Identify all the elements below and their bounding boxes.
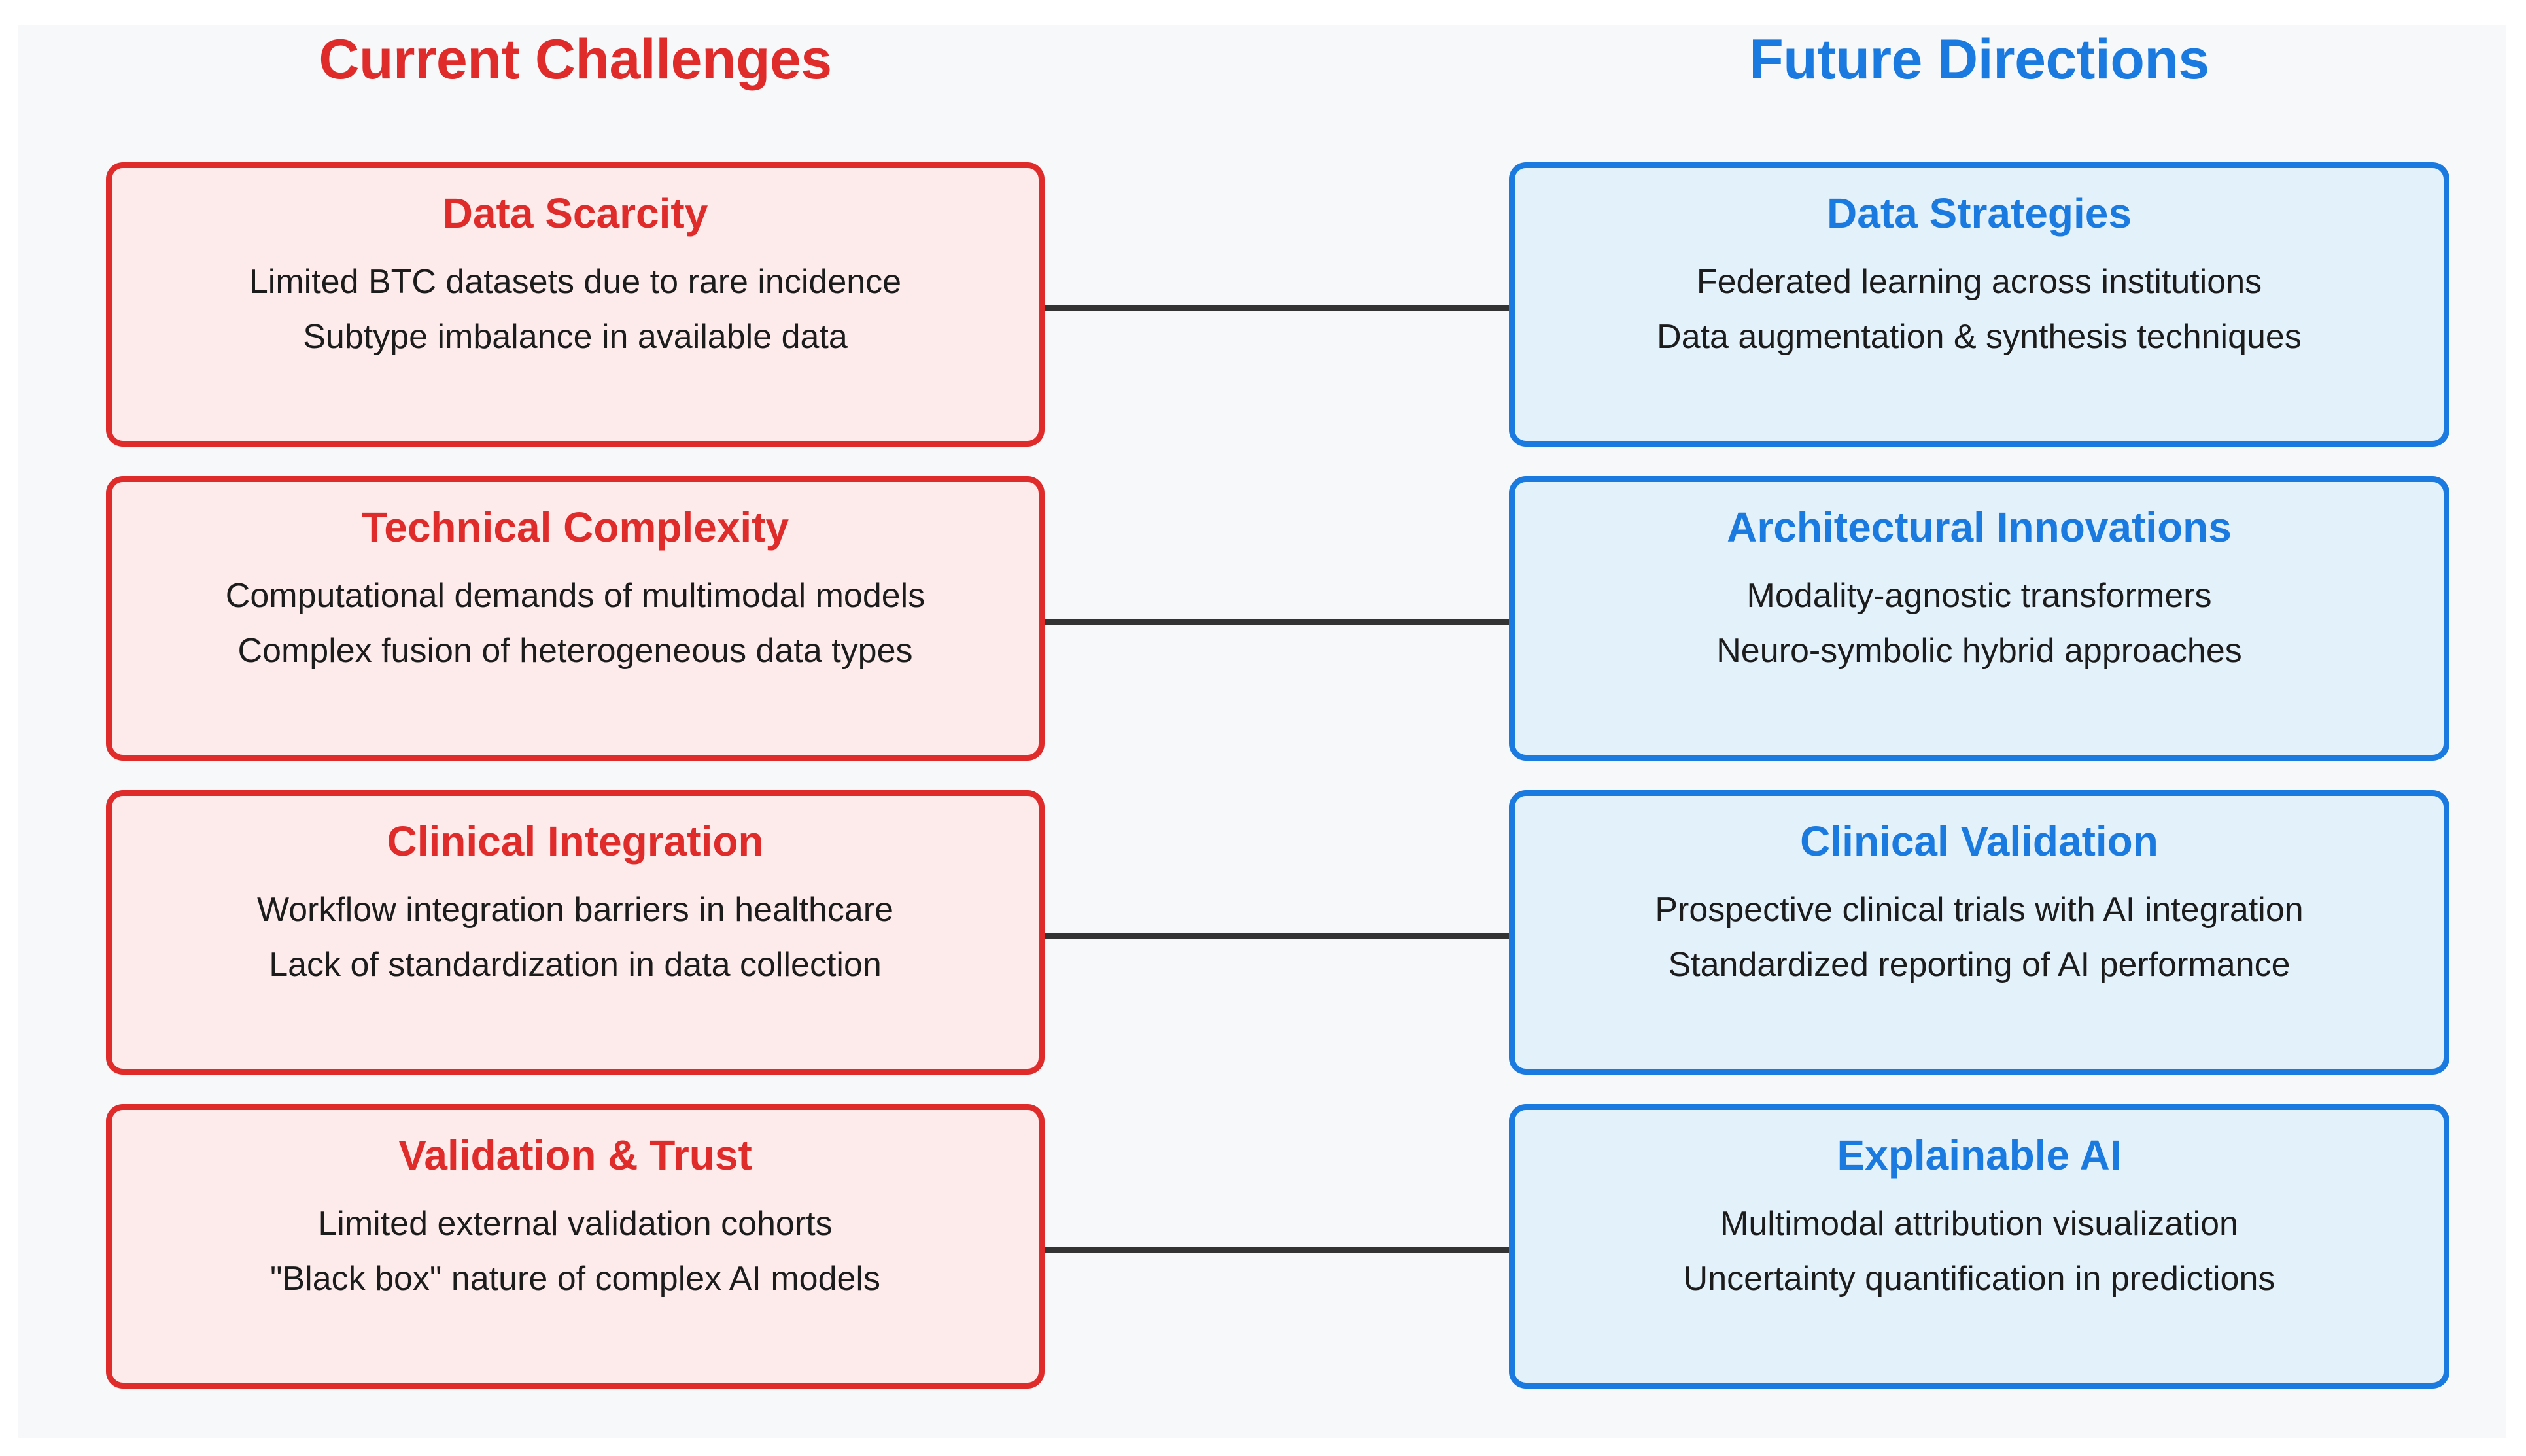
node-detail-list: Prospective clinical trials with AI inte… xyxy=(1515,891,2444,984)
node-detail-line: Subtype imbalance in available data xyxy=(303,318,848,356)
node-title: Architectural Innovations xyxy=(1727,504,2232,551)
connector-line-row-3 xyxy=(1045,933,1509,939)
future-node-data-strategies[interactable]: Data Strategies Federated learning acros… xyxy=(1509,162,2449,447)
node-detail-list: Federated learning across institutions D… xyxy=(1515,263,2444,356)
node-title: Explainable AI xyxy=(1837,1132,2122,1179)
node-detail-line: Federated learning across institutions xyxy=(1696,263,2262,302)
challenge-node-technical-complexity[interactable]: Technical Complexity Computational deman… xyxy=(106,476,1045,761)
node-detail-list: Modality-agnostic transformers Neuro-sym… xyxy=(1515,577,2444,670)
node-detail-line: Limited BTC datasets due to rare inciden… xyxy=(249,263,902,302)
future-node-explainable-ai[interactable]: Explainable AI Multimodal attribution vi… xyxy=(1509,1104,2449,1389)
node-title: Clinical Validation xyxy=(1800,818,2158,865)
column-header-current-challenges: Current Challenges xyxy=(319,28,832,91)
node-detail-line: Modality-agnostic transformers xyxy=(1746,577,2212,615)
node-detail-line: Limited external validation cohorts xyxy=(318,1205,833,1243)
node-detail-line: Standardized reporting of AI performance xyxy=(1668,946,2291,984)
connector-line-row-2 xyxy=(1045,619,1509,625)
node-detail-list: Computational demands of multimodal mode… xyxy=(112,577,1039,670)
node-detail-line: Data augmentation & synthesis techniques xyxy=(1657,318,2302,356)
node-detail-line: Neuro-symbolic hybrid approaches xyxy=(1716,632,2242,670)
node-detail-list: Multimodal attribution visualization Unc… xyxy=(1515,1205,2444,1298)
node-detail-line: "Black box" nature of complex AI models xyxy=(270,1260,880,1298)
node-detail-line: Computational demands of multimodal mode… xyxy=(225,577,926,615)
node-title: Validation & Trust xyxy=(398,1132,752,1179)
connector-line-row-4 xyxy=(1045,1247,1509,1253)
node-title: Data Scarcity xyxy=(442,190,708,237)
challenge-node-data-scarcity[interactable]: Data Scarcity Limited BTC datasets due t… xyxy=(106,162,1045,447)
node-detail-line: Lack of standardization in data collecti… xyxy=(269,946,882,984)
node-detail-line: Prospective clinical trials with AI inte… xyxy=(1655,891,2304,929)
future-node-architectural-innovations[interactable]: Architectural Innovations Modality-agnos… xyxy=(1509,476,2449,761)
node-detail-list: Limited external validation cohorts "Bla… xyxy=(112,1205,1039,1298)
node-detail-line: Complex fusion of heterogeneous data typ… xyxy=(237,632,913,670)
node-detail-line: Workflow integration barriers in healthc… xyxy=(256,891,894,929)
node-title: Data Strategies xyxy=(1827,190,2132,237)
challenge-node-validation-and-trust[interactable]: Validation & Trust Limited external vali… xyxy=(106,1104,1045,1389)
connector-line-row-1 xyxy=(1045,305,1509,311)
challenge-node-clinical-integration[interactable]: Clinical Integration Workflow integratio… xyxy=(106,790,1045,1075)
node-detail-list: Limited BTC datasets due to rare inciden… xyxy=(112,263,1039,356)
node-detail-line: Multimodal attribution visualization xyxy=(1720,1205,2238,1243)
diagram-canvas: Current Challenges Future Directions Dat… xyxy=(18,25,2506,1438)
node-detail-list: Workflow integration barriers in healthc… xyxy=(112,891,1039,984)
future-node-clinical-validation[interactable]: Clinical Validation Prospective clinical… xyxy=(1509,790,2449,1075)
node-title: Technical Complexity xyxy=(361,504,789,551)
node-title: Clinical Integration xyxy=(387,818,764,865)
column-header-future-directions: Future Directions xyxy=(1749,28,2209,91)
node-detail-line: Uncertainty quantification in prediction… xyxy=(1683,1260,2275,1298)
